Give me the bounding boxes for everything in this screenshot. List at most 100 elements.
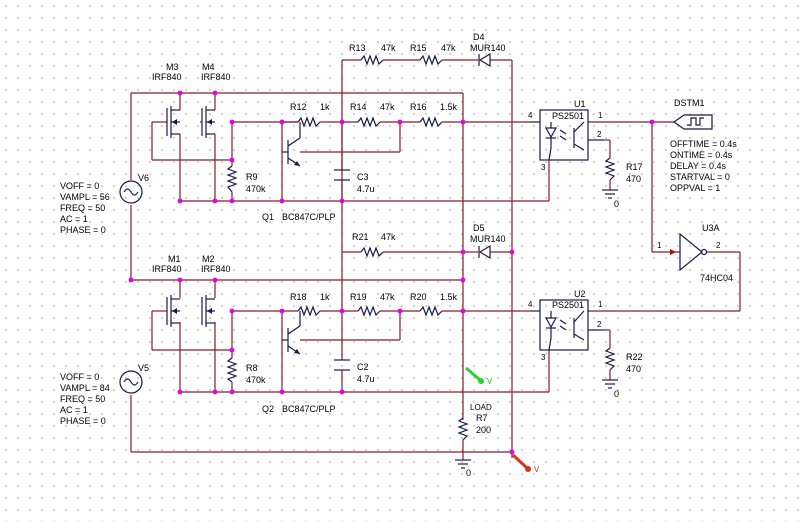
svg-text:VAMPL = 56: VAMPL = 56 <box>60 192 110 202</box>
resistor-r12[interactable]: R12 1k <box>290 102 330 128</box>
u1-pin2: 2 <box>597 130 602 139</box>
resistor-r8[interactable]: R8 470k <box>226 357 266 385</box>
u2-pin2: 2 <box>597 320 602 329</box>
ground-symbol-3: 0 <box>455 459 471 478</box>
v5-ref: V5 <box>138 363 149 373</box>
u3a-pin2: 2 <box>716 241 721 250</box>
u3a-pin1: 1 <box>657 241 662 250</box>
q2-ref: Q2 <box>262 404 274 414</box>
r17-ref: R17 <box>626 162 643 172</box>
r19-ref: R19 <box>350 292 367 302</box>
resistor-r18[interactable]: R18 1k <box>290 292 330 317</box>
mosfet-m3[interactable]: M3 IRF840 <box>152 62 182 138</box>
m2-value: IRF840 <box>201 264 231 274</box>
u1-pin3: 3 <box>541 163 546 172</box>
resistor-r14[interactable]: R14 47k <box>350 102 395 128</box>
r19-value: 47k <box>380 292 395 302</box>
r13-ref: R13 <box>349 43 366 53</box>
r22-value: 470 <box>626 364 641 374</box>
resistor-r9[interactable]: R9 470k <box>226 165 266 194</box>
r9-ref: R9 <box>246 172 258 182</box>
r15-value: 47k <box>441 43 456 53</box>
source-v5[interactable]: V5 VOFF = 0 VAMPL = 84 FREQ = 50 AC = 1 … <box>60 363 149 426</box>
optocoupler-u1[interactable]: U1 PS2501 4 1 2 3 <box>528 99 604 172</box>
u1-value: PS2501 <box>552 111 584 121</box>
m2-ref: M2 <box>202 254 215 264</box>
r8-ref: R8 <box>246 363 258 373</box>
svg-text:ONTIME = 0.4s: ONTIME = 0.4s <box>670 150 733 160</box>
resistor-r20[interactable]: R20 1.5k <box>410 292 458 317</box>
svg-text:STARTVAL = 0: STARTVAL = 0 <box>670 172 730 182</box>
r7-ref: R7 <box>476 413 488 423</box>
u2-value: PS2501 <box>552 300 584 310</box>
r9-value: 470k <box>246 184 266 194</box>
u2-pin4: 4 <box>528 300 533 309</box>
u3a-value: 74HC04 <box>700 273 733 283</box>
r13-value: 47k <box>381 43 396 53</box>
resistor-r17[interactable]: R17 470 <box>604 157 643 184</box>
ground-symbol-2: 0 <box>602 379 619 399</box>
resistor-r22[interactable]: R22 470 <box>604 347 643 374</box>
resistor-r21[interactable]: R21 47k <box>352 232 396 258</box>
svg-text:FREQ = 50: FREQ = 50 <box>60 394 105 404</box>
capacitor-c2[interactable]: C2 4.7u <box>334 359 375 384</box>
ground-symbol-1: 0 <box>602 189 619 209</box>
r14-value: 47k <box>380 102 395 112</box>
r21-value: 47k <box>381 232 396 242</box>
svg-text:OFFTIME = 0.4s: OFFTIME = 0.4s <box>670 139 737 149</box>
d4-value: MUR140 <box>470 43 506 53</box>
d5-value: MUR140 <box>470 234 506 244</box>
voltage-probe-red-icon[interactable]: V <box>511 453 540 474</box>
capacitor-c3[interactable]: C3 4.7u <box>334 169 375 194</box>
r18-ref: R18 <box>290 292 307 302</box>
optocoupler-u2[interactable]: U2 PS2501 4 1 2 3 <box>528 289 604 362</box>
resistor-r19[interactable]: R19 47k <box>350 292 395 317</box>
r21-ref: R21 <box>352 232 369 242</box>
m4-ref: M4 <box>202 62 215 72</box>
q2-value: BC847C/PLP <box>282 404 336 414</box>
inverter-u3a[interactable]: U3A 74HC04 1 2 <box>657 223 733 283</box>
resistor-r16[interactable]: R16 1.5k <box>410 102 458 128</box>
q1-ref: Q1 <box>262 212 274 222</box>
svg-text:FREQ = 50: FREQ = 50 <box>60 203 105 213</box>
m3-value: IRF840 <box>152 72 182 82</box>
r12-value: 1k <box>320 102 330 112</box>
voltage-probe-green-icon[interactable]: V <box>465 366 493 386</box>
svg-text:OPPVAL = 1: OPPVAL = 1 <box>670 183 720 193</box>
d5-ref: D5 <box>473 223 485 233</box>
r20-ref: R20 <box>410 292 427 302</box>
svg-text:0: 0 <box>614 389 619 399</box>
svg-text:VAMPL = 84: VAMPL = 84 <box>60 383 110 393</box>
resistor-r13[interactable]: R13 47k <box>349 43 396 66</box>
resistor-r7[interactable]: LOAD R7 200 <box>457 403 492 441</box>
c3-ref: C3 <box>357 172 369 182</box>
v6-ref: V6 <box>138 173 149 183</box>
diode-d4[interactable]: D4 MUR140 <box>470 32 506 68</box>
svg-text:VOFF = 0: VOFF = 0 <box>60 372 99 382</box>
red-probe-label: V <box>534 465 540 474</box>
transistor-q2[interactable]: Q2 BC847C/PLP <box>262 311 336 414</box>
resistor-r15[interactable]: R15 47k <box>410 43 456 66</box>
diode-d5[interactable]: D5 MUR140 <box>470 223 506 260</box>
source-v6[interactable]: V6 VOFF = 0 VAMPL = 56 FREQ = 50 AC = 1 … <box>60 173 149 235</box>
svg-text:PHASE = 0: PHASE = 0 <box>60 225 106 235</box>
u2-pin3: 3 <box>541 353 546 362</box>
r15-ref: R15 <box>410 43 427 53</box>
m1-ref: M1 <box>168 254 181 264</box>
mosfet-m2[interactable]: M2 IRF840 <box>201 254 231 327</box>
u3a-ref: U3A <box>702 223 720 233</box>
junctions <box>128 90 655 455</box>
v6-params: VOFF = 0 VAMPL = 56 FREQ = 50 AC = 1 PHA… <box>60 181 110 235</box>
stimulus-dstm1[interactable]: DSTM1 OFFTIME = 0.4s ONTIME = 0.4s DELAY… <box>670 98 737 193</box>
u1-pin1: 1 <box>598 111 603 120</box>
r7-value: 200 <box>476 425 491 435</box>
mosfet-m1[interactable]: M1 IRF840 <box>152 254 182 327</box>
svg-text:0: 0 <box>614 199 619 209</box>
svg-text:PHASE = 0: PHASE = 0 <box>60 416 106 426</box>
r12-ref: R12 <box>290 102 307 112</box>
r16-ref: R16 <box>410 102 427 112</box>
c3-value: 4.7u <box>357 184 375 194</box>
mosfet-m4[interactable]: M4 IRF840 <box>201 62 231 138</box>
transistor-q1[interactable]: Q1 BC847C/PLP <box>262 122 336 222</box>
